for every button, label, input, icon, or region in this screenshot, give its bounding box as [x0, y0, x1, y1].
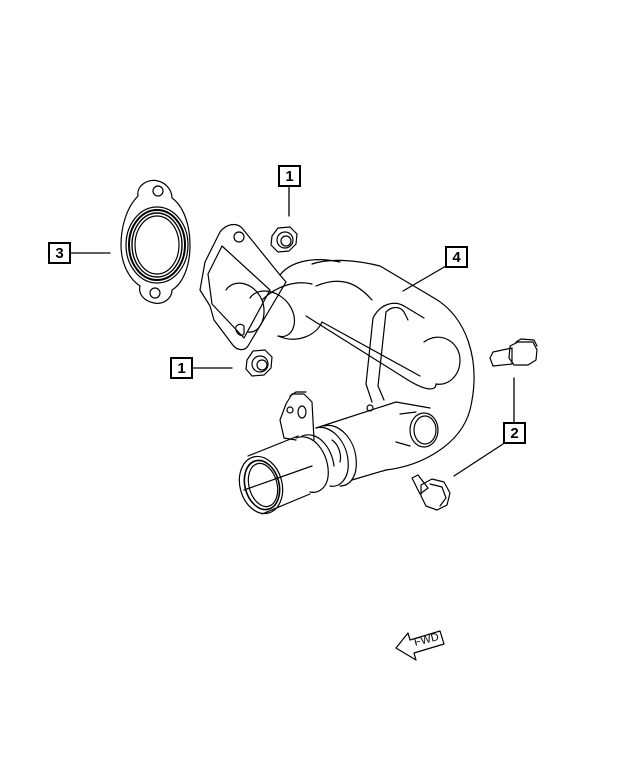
bolt-lower-drawing: [411, 474, 451, 511]
callout-label: 2: [510, 424, 519, 442]
callout-label: 3: [55, 244, 64, 262]
callout-1-left[interactable]: 1: [170, 357, 193, 379]
gasket-drawing: [120, 179, 191, 304]
leader-line-2-down: [453, 443, 504, 477]
nut-top-drawing: [270, 226, 298, 253]
callout-label: 4: [452, 248, 461, 266]
leader-lines: [70, 186, 515, 477]
coolant-tube-drawing: [199, 223, 475, 515]
callout-4[interactable]: 4: [445, 246, 468, 268]
callout-label: 1: [177, 359, 186, 377]
callout-3[interactable]: 3: [48, 242, 71, 264]
callout-label: 1: [285, 167, 294, 185]
bolt-upper-drawing: [489, 338, 538, 367]
fwd-arrow-icon: [395, 630, 445, 661]
callout-2[interactable]: 2: [503, 422, 526, 444]
leader-line-4: [402, 265, 447, 292]
nut-left-drawing: [245, 349, 273, 377]
callout-1-top[interactable]: 1: [278, 165, 301, 187]
